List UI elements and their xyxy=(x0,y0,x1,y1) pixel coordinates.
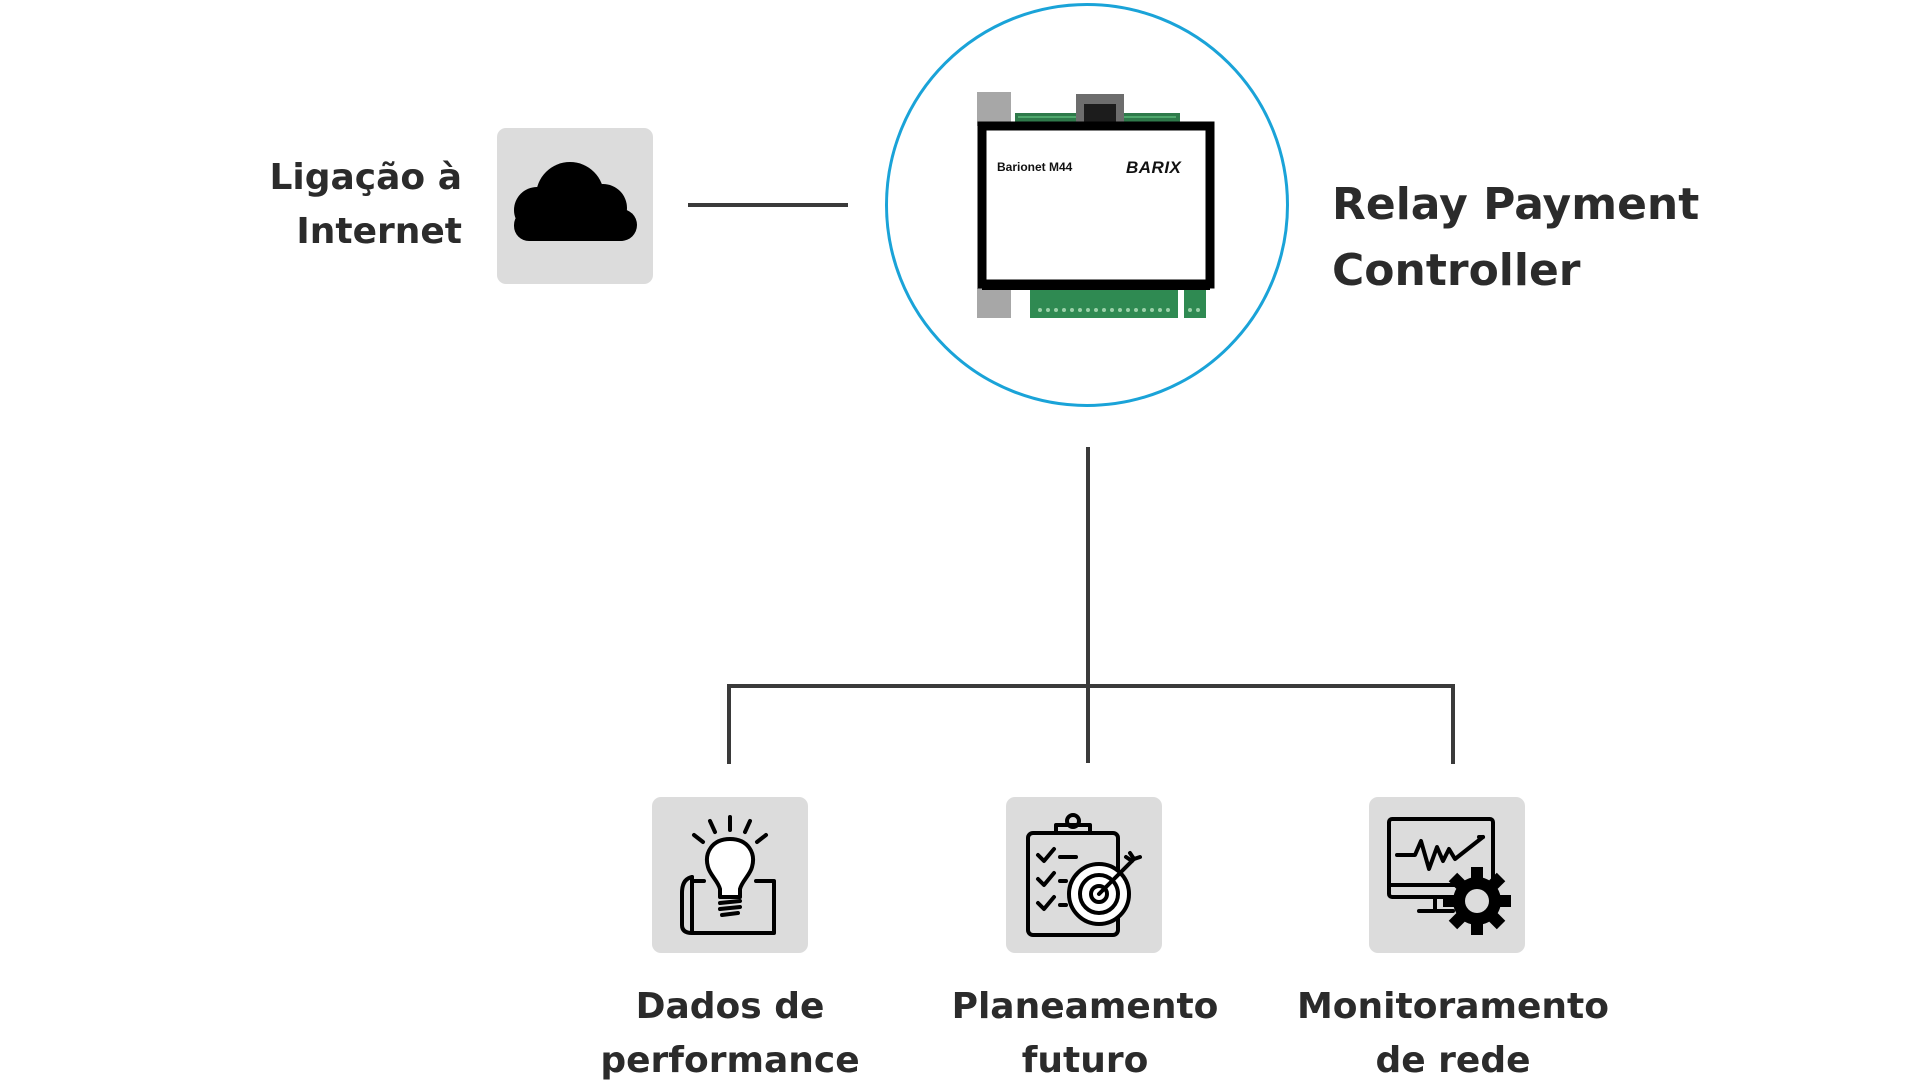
controller-title-line1: Relay Payment xyxy=(1332,179,1700,230)
device-model-label: Barionet M44 xyxy=(997,160,1073,174)
internet-label-line1: Ligação à xyxy=(269,157,462,198)
feature-label-monitoring: Monitoramento de rede xyxy=(1263,980,1643,1080)
feature-label-performance-line1: Dados de xyxy=(635,986,825,1027)
feature-label-monitoring-line1: Monitoramento xyxy=(1296,986,1609,1027)
monitor-gear-icon xyxy=(1387,817,1511,935)
internet-label-line2: Internet xyxy=(296,211,462,252)
device-brand-label: BARIX xyxy=(1126,158,1182,177)
cloud-icon xyxy=(514,162,637,241)
lightbulb-blueprint-icon xyxy=(680,815,776,935)
feature-label-performance: Dados de performance xyxy=(570,980,890,1080)
feature-label-planning: Planeamento futuro xyxy=(920,980,1250,1080)
internet-label: Ligação à Internet xyxy=(170,151,462,259)
feature-tile-monitoring xyxy=(1369,797,1525,953)
controller-title-line2: Controller xyxy=(1332,245,1581,296)
barionet-device xyxy=(977,92,1215,318)
feature-tile-performance xyxy=(652,797,808,953)
controller-title: Relay Payment Controller xyxy=(1332,172,1699,304)
feature-label-monitoring-line2: de rede xyxy=(1375,1040,1531,1080)
feature-label-planning-line1: Planeamento xyxy=(951,986,1219,1027)
feature-label-performance-line2: performance xyxy=(600,1040,860,1080)
feature-tile-planning xyxy=(1006,797,1162,953)
feature-label-planning-line2: futuro xyxy=(1021,1040,1149,1080)
internet-tile xyxy=(497,128,653,284)
controller-ring xyxy=(885,3,1289,407)
clipboard-target-icon xyxy=(1026,813,1142,937)
